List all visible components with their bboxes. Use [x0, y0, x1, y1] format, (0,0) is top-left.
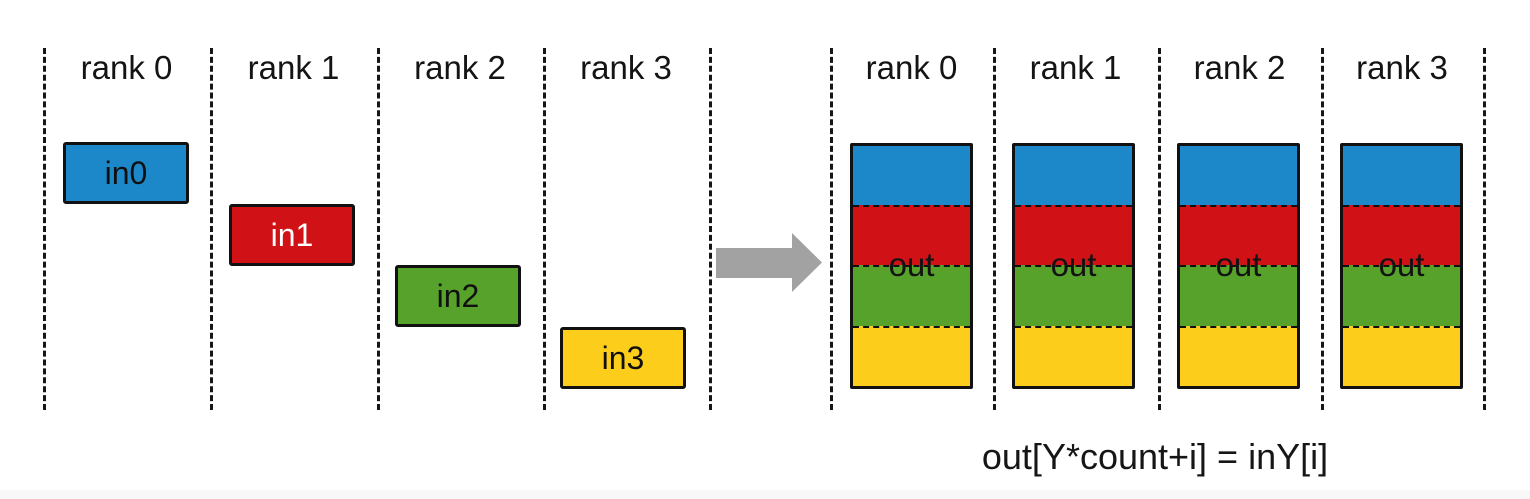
left-rank3-label: rank 3 [580, 49, 672, 86]
segment-in0-blue [853, 146, 970, 205]
segment-in3-yellow [1343, 325, 1460, 386]
right-rank2-label: rank 2 [1193, 49, 1286, 86]
segment-in0-blue [1015, 146, 1132, 205]
segment-in1-red [1343, 204, 1460, 265]
segment-in3-yellow [1180, 325, 1297, 386]
left-rank0-label: rank 0 [80, 49, 173, 86]
input-buffer-in0-label: in0 [104, 154, 148, 191]
rank-separator-line [1483, 48, 1486, 410]
rank-separator-line [993, 48, 996, 410]
segment-in1-red [1015, 204, 1132, 265]
rank-separator-line [377, 48, 380, 410]
output-buffer-rank3: out [1340, 143, 1463, 389]
rank-separator-line [709, 48, 712, 410]
segment-in2-green [853, 265, 970, 326]
segment-in0-blue [1180, 146, 1297, 205]
output-buffer-rank2: out [1177, 143, 1300, 389]
rank-separator-line [543, 48, 546, 410]
segment-in3-yellow [853, 325, 970, 386]
right-rank1-label: rank 1 [1029, 49, 1122, 86]
segment-in1-red [853, 204, 970, 265]
formula-caption: out[Y*count+i] = inY[i] [981, 436, 1329, 477]
input-buffer-in1-label: in1 [270, 216, 314, 253]
input-buffer-in1: in1 [229, 204, 355, 266]
out-buffer-label: out [888, 246, 935, 284]
segment-in3-yellow [1015, 325, 1132, 386]
segment-in2-green [1015, 265, 1132, 326]
output-buffer-rank0: out [850, 143, 973, 389]
input-buffer-in3: in3 [560, 327, 686, 389]
input-buffer-in0: in0 [63, 142, 189, 204]
out-buffer-label: out [1378, 246, 1425, 284]
arrow-head [792, 233, 822, 292]
rank-separator-line [210, 48, 213, 410]
left-rank1-label: rank 1 [247, 49, 340, 86]
left-rank2-label: rank 2 [414, 49, 506, 86]
rank-separator-line [1158, 48, 1161, 410]
segment-in2-green [1343, 265, 1460, 326]
rank-separator-line [43, 48, 46, 410]
out-buffer-label: out [1215, 246, 1262, 284]
out-buffer-label: out [1050, 246, 1097, 284]
input-buffer-in2-label: in2 [436, 277, 480, 314]
output-buffer-rank1: out [1012, 143, 1135, 389]
segment-in0-blue [1343, 146, 1460, 205]
allgather-arrow-icon [716, 233, 822, 292]
arrow-body [716, 248, 794, 278]
slide-edge [0, 490, 1530, 499]
rank-separator-line [830, 48, 833, 410]
input-buffer-in3-label: in3 [601, 339, 645, 376]
right-rank3-label: rank 3 [1356, 49, 1448, 86]
input-buffer-in2: in2 [395, 265, 521, 327]
right-rank0-label: rank 0 [865, 49, 958, 86]
segment-in1-red [1180, 204, 1297, 265]
segment-in2-green [1180, 265, 1297, 326]
rank-separator-line [1321, 48, 1324, 410]
